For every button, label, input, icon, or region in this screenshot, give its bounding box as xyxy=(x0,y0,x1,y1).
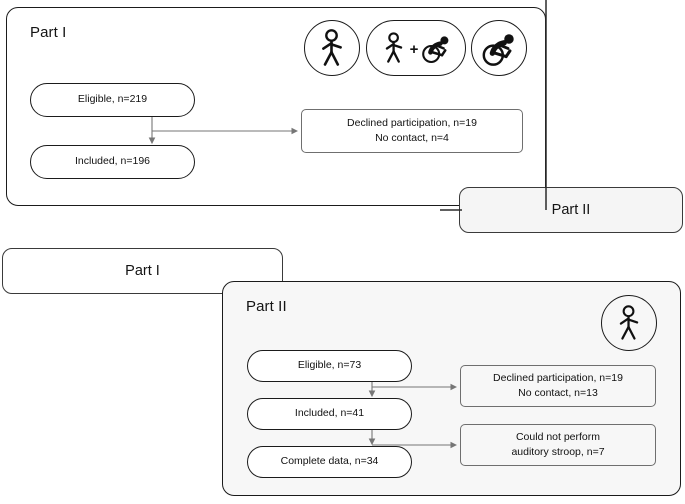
part-two-panel-title: Part II xyxy=(246,298,287,315)
walking-person-icon xyxy=(601,295,657,351)
part-one-panel-title: Part I xyxy=(30,24,67,41)
part-one-included-node[interactable]: Included, n=196 xyxy=(30,145,195,179)
part-two-eligible-node[interactable]: Eligible, n=73 xyxy=(247,350,412,382)
walking-person-plus-wheelchair-icon: + xyxy=(366,20,466,76)
part-two-exclusion-box-2: Could not perform auditory stroop, n=7 xyxy=(460,424,656,466)
tab-part-two-top[interactable]: Part II xyxy=(459,187,683,233)
part-one-eligible-node[interactable]: Eligible, n=219 xyxy=(30,83,195,117)
part-two-complete-data-node[interactable]: Complete data, n=34 xyxy=(247,446,412,478)
plus-separator: + xyxy=(409,40,419,58)
part-two-exclusion-box-1: Declined participation, n=19 No contact,… xyxy=(460,365,656,407)
part-one-exclusion-box-1: Declined participation, n=19 No contact,… xyxy=(301,109,523,153)
part-two-included-node[interactable]: Included, n=41 xyxy=(247,398,412,430)
walking-person-icon xyxy=(304,20,360,76)
wheelchair-racer-icon xyxy=(471,20,527,76)
